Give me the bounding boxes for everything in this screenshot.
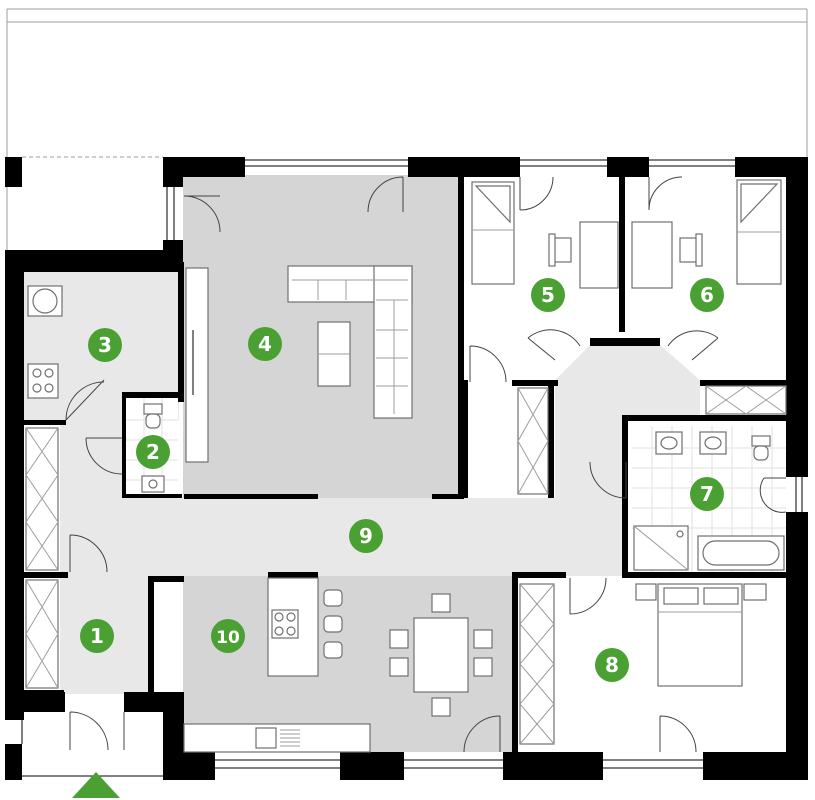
bed-icon xyxy=(471,181,515,285)
room-label-9: 9 xyxy=(359,524,373,548)
room-label-8: 8 xyxy=(605,653,619,677)
stove-icon xyxy=(271,609,299,639)
sofa-icon xyxy=(287,265,413,419)
terrace xyxy=(6,8,808,250)
toilet-icon xyxy=(143,403,163,429)
bed-icon xyxy=(736,179,782,285)
bedroom-8-furniture xyxy=(635,583,767,687)
floor-corridor xyxy=(60,498,626,576)
entrance-arrow-icon xyxy=(72,772,120,798)
bedroom-6-furniture xyxy=(631,179,782,289)
living-room-furniture xyxy=(185,265,413,463)
toilet-icon xyxy=(751,435,771,461)
chair-icon xyxy=(679,233,703,267)
kitchen-furniture xyxy=(183,577,493,753)
sink-icon xyxy=(655,431,683,455)
floor-hall-bedrooms xyxy=(555,345,700,498)
doors xyxy=(65,176,787,753)
bedroom-5-furniture xyxy=(471,181,619,289)
room-badge-9: 9 xyxy=(349,519,383,553)
room-badge-3: 3 xyxy=(88,328,122,362)
wardrobe-icon xyxy=(25,579,59,689)
washing-machine-icon xyxy=(27,285,63,317)
bed-icon xyxy=(657,583,743,687)
room-badges: 1 2 3 4 5 6 7 8 xyxy=(80,278,724,682)
room-label-1: 1 xyxy=(90,624,104,648)
desk xyxy=(631,221,673,289)
wardrobes xyxy=(25,385,787,745)
wardrobe-icon xyxy=(25,427,59,571)
nightstand xyxy=(743,583,767,601)
sink-icon xyxy=(699,431,727,455)
chair-icon xyxy=(548,233,572,267)
sink-icon xyxy=(141,475,165,493)
room-label-2: 2 xyxy=(146,440,160,464)
dining-table xyxy=(413,617,469,693)
room-badge-8: 8 xyxy=(595,648,629,682)
kitchen-counter xyxy=(183,723,371,753)
room-label-10: 10 xyxy=(216,628,240,648)
stove-icon xyxy=(27,363,59,399)
room-label-4: 4 xyxy=(258,332,272,356)
bathtub-icon xyxy=(697,535,785,571)
utility-furniture xyxy=(27,285,63,399)
walls xyxy=(5,157,808,780)
wc-furniture xyxy=(141,403,165,493)
sink-icon xyxy=(255,727,300,749)
desk xyxy=(579,221,619,289)
wardrobe-icon xyxy=(519,583,555,745)
shower-icon xyxy=(633,525,689,571)
wardrobe-icon xyxy=(705,385,787,415)
room-label-6: 6 xyxy=(700,283,714,307)
room-badge-6: 6 xyxy=(690,278,724,312)
bathroom-furniture xyxy=(633,431,785,571)
wardrobe-icon xyxy=(517,387,549,495)
room-label-5: 5 xyxy=(541,283,555,307)
room-badge-1: 1 xyxy=(80,619,114,653)
room-label-3: 3 xyxy=(98,333,112,357)
tv-cabinet xyxy=(185,267,209,463)
room-badge-5: 5 xyxy=(531,278,565,312)
floor-hall-left xyxy=(60,420,122,500)
room-badge-7: 7 xyxy=(690,477,724,511)
room-label-7: 7 xyxy=(700,482,714,506)
room-badge-4: 4 xyxy=(248,327,282,361)
nightstand xyxy=(635,583,657,601)
room-badge-10: 10 xyxy=(211,619,245,653)
room-badge-2: 2 xyxy=(136,435,170,469)
